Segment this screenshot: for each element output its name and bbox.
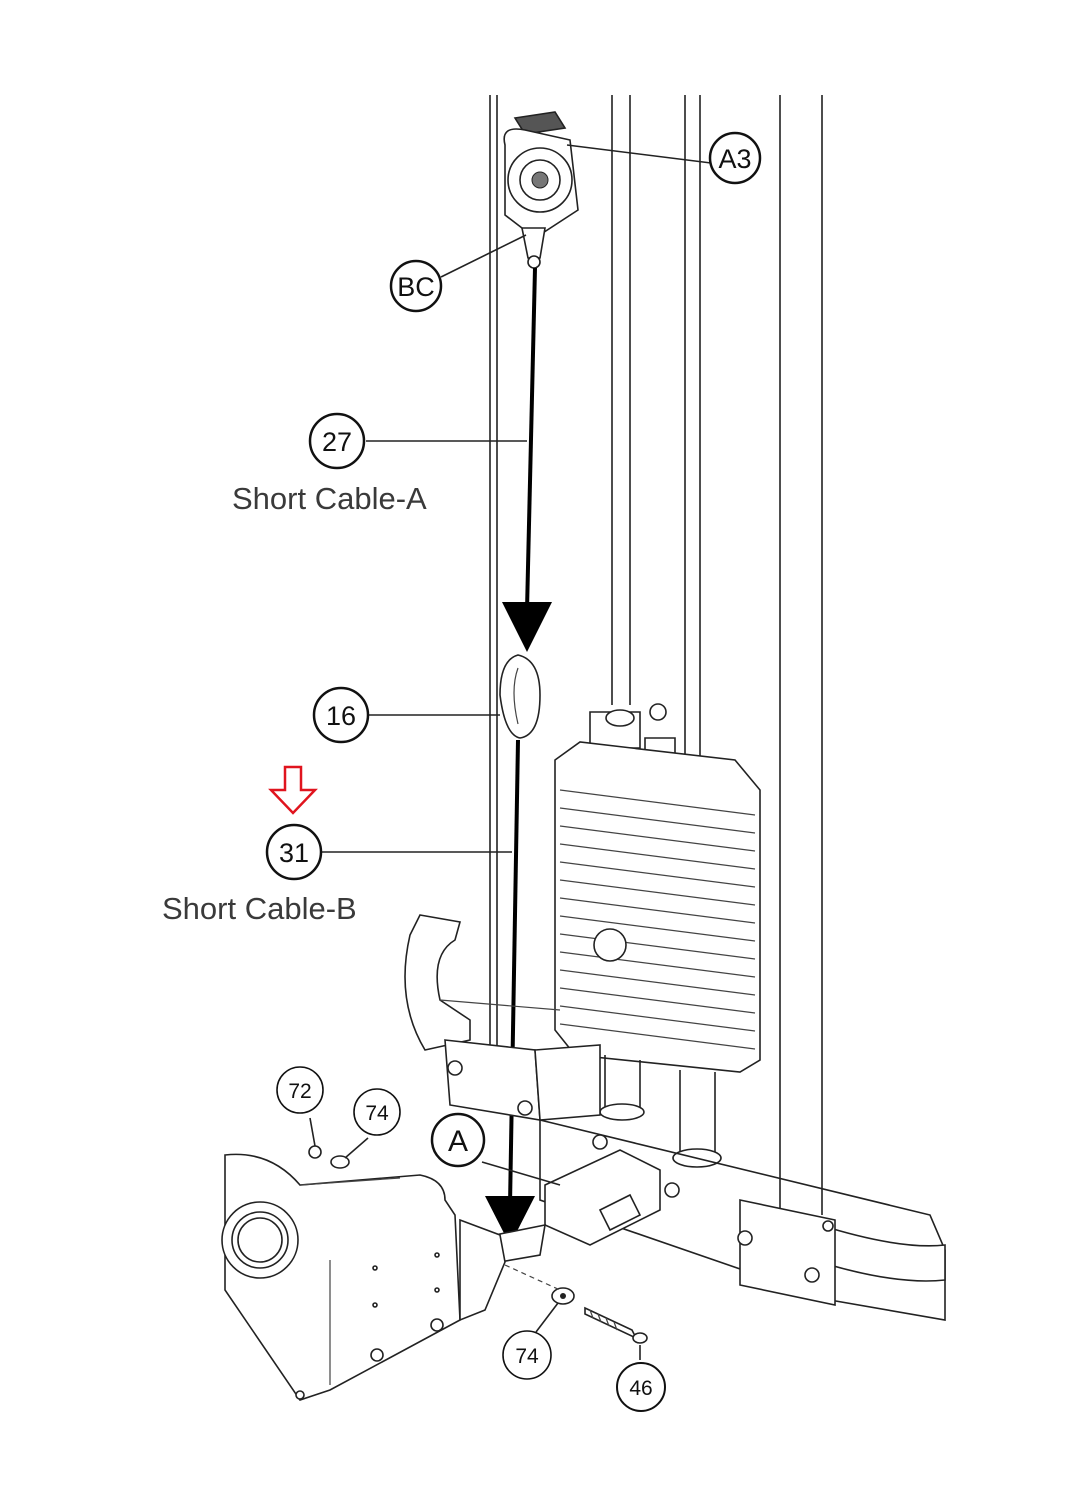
weight-stack [554,703,761,1168]
callout-bc-label: BC [397,272,435,302]
callout-72-label: 72 [288,1080,311,1103]
callout-74-top: 74 [353,1088,401,1136]
short-cable-b-caption: Short Cable-B [162,891,357,926]
leader-lines [309,144,712,1360]
callout-bc: BC [389,259,443,313]
callout-74-top-label: 74 [365,1102,389,1125]
highlight-down-arrow-icon [268,765,318,815]
callout-72: 72 [276,1066,324,1114]
callout-27: 27 [308,412,366,470]
bench-frame [221,1153,506,1401]
cable-direction-arrow-icon [502,602,552,652]
callout-a3-label: A3 [718,144,751,174]
callout-16: 16 [312,686,370,744]
top-pulley [503,111,579,269]
frame-uprights [489,95,823,1215]
short-cable-a-caption: Short Cable-A [232,481,427,516]
callout-31-label: 31 [279,838,309,868]
callout-a: A [430,1112,486,1168]
callout-46-label: 46 [629,1377,652,1400]
callout-74-bottom-label: 74 [515,1345,539,1368]
snap-hook [499,654,541,739]
callout-74-bottom: 74 [502,1330,552,1380]
callout-27-label: 27 [322,427,352,457]
callout-16-label: 16 [326,701,356,731]
callout-a-label: A [448,1125,468,1158]
callout-46: 46 [616,1362,666,1412]
fasteners [308,1145,648,1344]
short-cable-b [485,739,535,1245]
front-rail [404,914,561,1051]
cable-direction-arrow-icon [485,1196,535,1245]
callout-a3: A3 [708,131,762,185]
short-cable-a [502,267,552,652]
base-frame [444,1039,946,1321]
callout-31: 31 [265,823,323,881]
